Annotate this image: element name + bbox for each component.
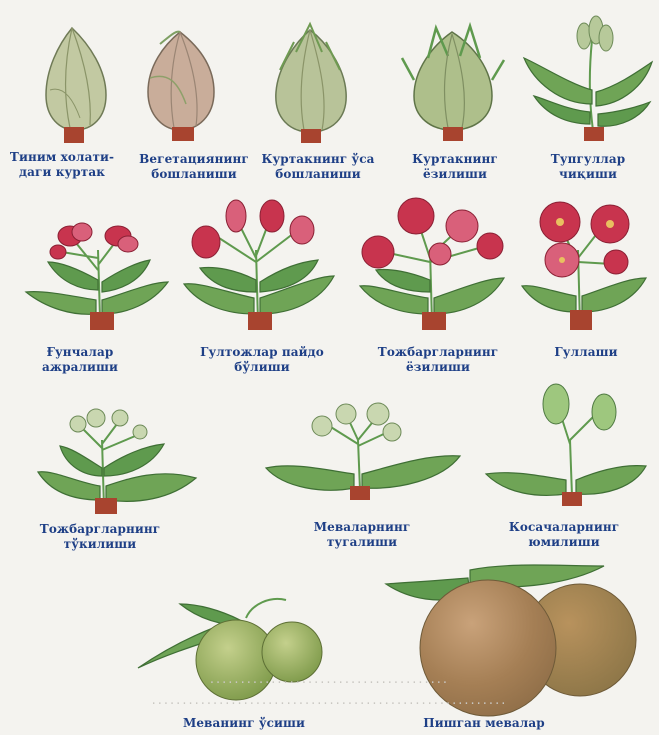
label-bud-growth: Куртакнинг ўса бошланиши — [261, 152, 374, 182]
ripe-fruit-drawing — [386, 565, 636, 716]
flowering-drawing — [522, 202, 646, 330]
label-flower-buds: Тупгуллар чиқиши — [551, 152, 625, 182]
dormant-bud-drawing — [46, 28, 106, 143]
label-line: Тожбаргларнинг — [40, 522, 160, 537]
label-line: юмилиши — [509, 535, 619, 550]
label-line: Тупгуллар — [551, 152, 625, 167]
label-line: тугалиши — [314, 535, 411, 550]
bud-opening-drawing — [402, 26, 504, 141]
label-bud-dormant: Тиним холати- даги куртак — [10, 150, 114, 180]
label-line: бошланиши — [139, 167, 249, 182]
buds-separating-drawing — [26, 223, 168, 330]
fruit-set-drawing — [266, 403, 460, 500]
label-petals-opening: Тожбаргларнинг ёзилиши — [378, 345, 498, 375]
label-sepals-closing: Косачаларнинг юмилиши — [509, 520, 619, 550]
label-line: Меванинг ўсиши — [183, 716, 305, 731]
label-line: Гуллаши — [554, 345, 617, 360]
label-line: ёзилиши — [412, 167, 498, 182]
label-line: бошланиши — [261, 167, 374, 182]
label-vegetation-start: Вегетациянинг бошланиши — [139, 152, 249, 182]
label-corolla-forming: Гултожлар пайдо бўлиши — [200, 345, 324, 375]
label-line: Вегетациянинг — [139, 152, 249, 167]
label-buds-separating: Ғунчалар ажралиши — [42, 345, 118, 375]
bud-growth-drawing — [276, 24, 346, 143]
petal-fall-drawing — [38, 409, 196, 514]
petals-opening-drawing — [360, 198, 504, 330]
label-line: чиқиши — [551, 167, 625, 182]
label-line: бўлиши — [200, 360, 324, 375]
vegetation-start-bud-drawing — [148, 32, 214, 141]
label-line: тўкилиши — [40, 537, 160, 552]
flower-buds-emerging-drawing — [524, 16, 652, 141]
label-fruit-ripe: Пишган мевалар — [423, 716, 544, 731]
label-line: Пишган мевалар — [423, 716, 544, 731]
corolla-forming-drawing — [184, 200, 334, 330]
label-bud-opening: Куртакнинг ёзилиши — [412, 152, 498, 182]
label-petal-fall: Тожбаргларнинг тўкилиши — [40, 522, 160, 552]
sepals-closing-drawing — [486, 384, 646, 506]
label-line: ажралиши — [42, 360, 118, 375]
label-flowering: Гуллаши — [554, 345, 617, 360]
bleed-through-text-1: ······································· — [0, 676, 659, 691]
label-fruit-growth: Меванинг ўсиши — [183, 716, 305, 731]
label-line: Ғунчалар — [42, 345, 118, 360]
label-line: Косачаларнинг — [509, 520, 619, 535]
label-line: Куртакнинг ўса — [261, 152, 374, 167]
label-line: ёзилиши — [378, 360, 498, 375]
label-line: Куртакнинг — [412, 152, 498, 167]
label-fruit-set: Меваларнинг тугалиши — [314, 520, 411, 550]
label-line: даги куртак — [10, 165, 114, 180]
label-line: Гултожлар пайдо — [200, 345, 324, 360]
label-line: Тожбаргларнинг — [378, 345, 498, 360]
bleed-through-text-2: ········································… — [0, 697, 659, 712]
label-line: Тиним холати- — [10, 150, 114, 165]
label-line: Меваларнинг — [314, 520, 411, 535]
